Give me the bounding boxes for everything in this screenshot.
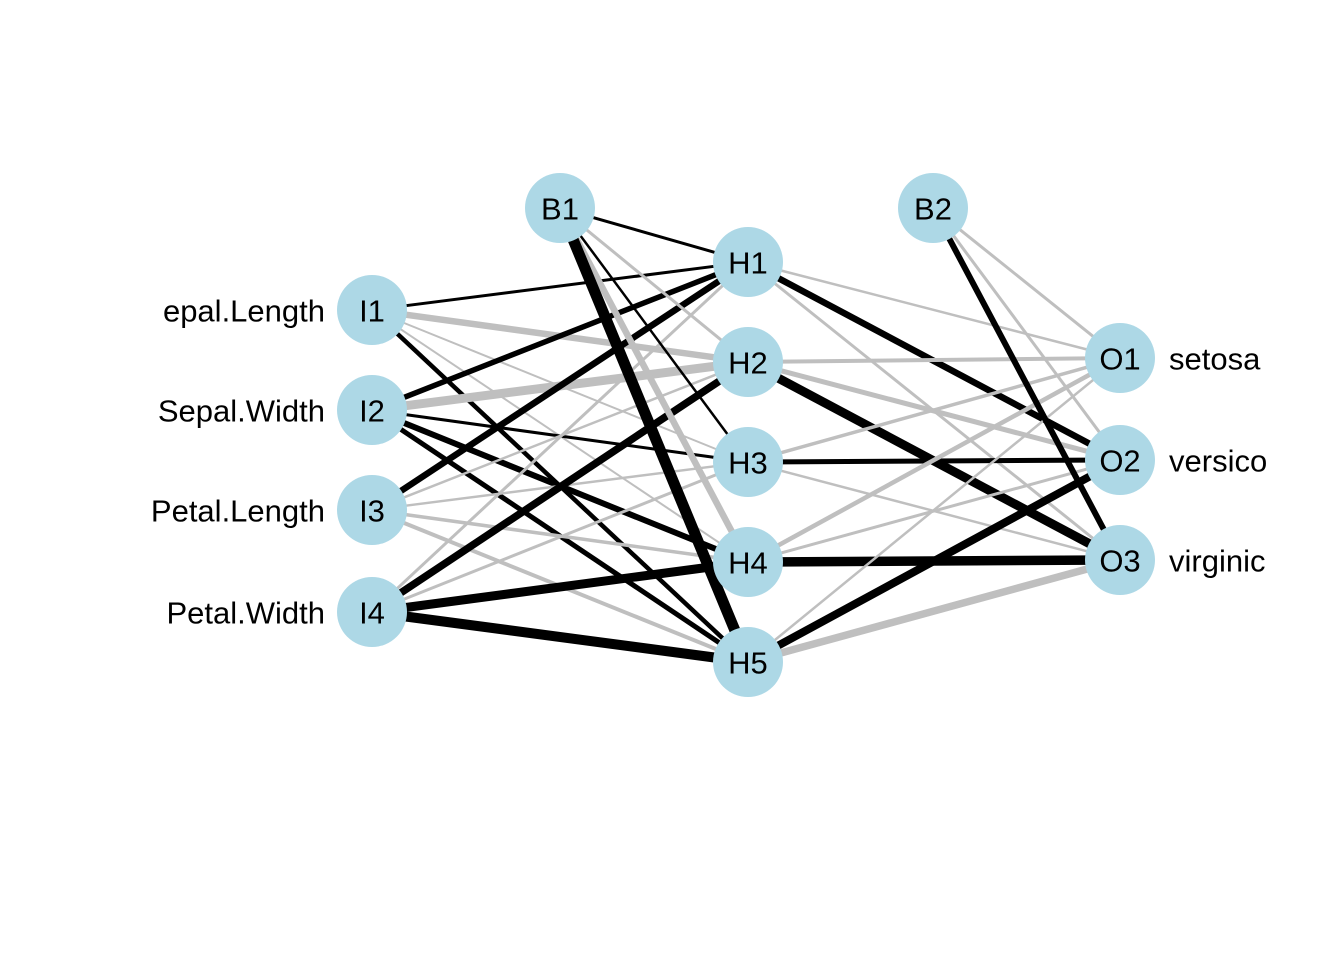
node-o3[interactable]: O3 bbox=[1085, 525, 1155, 595]
node-label-h1: H1 bbox=[728, 246, 768, 281]
node-circle-b2[interactable] bbox=[898, 173, 968, 243]
node-b2[interactable]: B2 bbox=[898, 173, 968, 243]
io-label-o1: setosa bbox=[1169, 342, 1261, 377]
node-o1[interactable]: O1 bbox=[1085, 323, 1155, 393]
edge-b1-h5 bbox=[567, 237, 741, 633]
node-label-o2: O2 bbox=[1099, 444, 1140, 479]
node-label-i2: I2 bbox=[359, 394, 385, 429]
node-h1[interactable]: H1 bbox=[713, 227, 783, 297]
node-label-h5: H5 bbox=[728, 646, 768, 681]
node-circle-h4[interactable] bbox=[713, 527, 783, 597]
node-h4[interactable]: H4 bbox=[713, 527, 783, 597]
io-label-o2: versico bbox=[1169, 444, 1267, 479]
edge-b2-o1 bbox=[958, 228, 1095, 338]
edge-h5-o2 bbox=[775, 472, 1093, 650]
edge-b2-o2 bbox=[952, 234, 1101, 434]
node-circle-o1[interactable] bbox=[1085, 323, 1155, 393]
edge-h5-o3 bbox=[779, 565, 1089, 657]
node-label-o1: O1 bbox=[1099, 342, 1140, 377]
node-label-b2: B2 bbox=[914, 192, 952, 227]
node-label-b1: B1 bbox=[541, 192, 579, 227]
node-label-i3: I3 bbox=[359, 494, 385, 529]
edge-b1-h1 bbox=[592, 215, 716, 255]
edge-i4-h2 bbox=[398, 377, 722, 597]
edge-b2-o3 bbox=[946, 236, 1107, 532]
edge-i3-h1 bbox=[398, 278, 722, 494]
edge-i4-h1 bbox=[395, 284, 725, 590]
io-label-i3: Petal.Length bbox=[151, 494, 325, 529]
edge-i4-h5 bbox=[405, 611, 715, 663]
node-i2[interactable]: I2 bbox=[337, 375, 407, 445]
node-i3[interactable]: I3 bbox=[337, 475, 407, 545]
io-label-i1: epal.Length bbox=[163, 294, 325, 329]
node-h5[interactable]: H5 bbox=[713, 627, 783, 697]
node-circle-h3[interactable] bbox=[713, 427, 783, 497]
node-circle-i4[interactable] bbox=[337, 577, 407, 647]
node-circle-o3[interactable] bbox=[1085, 525, 1155, 595]
edge-b1-h3 bbox=[579, 234, 729, 436]
node-h3[interactable]: H3 bbox=[713, 427, 783, 497]
edge-i1-h1 bbox=[405, 264, 715, 308]
node-label-h3: H3 bbox=[728, 446, 768, 481]
node-label-i1: I1 bbox=[359, 294, 385, 329]
edge-i4-h4 bbox=[405, 562, 715, 612]
node-circle-i3[interactable] bbox=[337, 475, 407, 545]
node-i4[interactable]: I4 bbox=[337, 577, 407, 647]
node-circle-h1[interactable] bbox=[713, 227, 783, 297]
node-label-h2: H2 bbox=[728, 346, 768, 381]
node-circle-h2[interactable] bbox=[713, 327, 783, 397]
edge-h2-o1 bbox=[781, 356, 1087, 364]
node-circle-o2[interactable] bbox=[1085, 425, 1155, 495]
edge-h1-o1 bbox=[780, 269, 1088, 351]
node-circle-b1[interactable] bbox=[525, 173, 595, 243]
node-b1[interactable]: B1 bbox=[525, 173, 595, 243]
node-label-i4: I4 bbox=[359, 596, 385, 631]
edge-h3-o1 bbox=[780, 365, 1088, 455]
node-label-o3: O3 bbox=[1099, 544, 1140, 579]
node-i1[interactable]: I1 bbox=[337, 275, 407, 345]
node-circle-i2[interactable] bbox=[337, 375, 407, 445]
node-h2[interactable]: H2 bbox=[713, 327, 783, 397]
io-label-i2: Sepal.Width bbox=[158, 394, 325, 429]
edge-h5-o1 bbox=[773, 378, 1095, 642]
io-label-i4: Petal.Width bbox=[166, 596, 325, 631]
node-o2[interactable]: O2 bbox=[1085, 425, 1155, 495]
node-circle-i1[interactable] bbox=[337, 275, 407, 345]
node-label-h4: H4 bbox=[728, 546, 768, 581]
io-label-o3: virginic bbox=[1169, 544, 1265, 579]
edges-layer bbox=[395, 215, 1107, 663]
edge-b1-h4 bbox=[573, 236, 735, 534]
node-circle-h5[interactable] bbox=[713, 627, 783, 697]
io-labels-layer: epal.LengthSepal.WidthPetal.LengthPetal.… bbox=[151, 294, 1267, 631]
edge-i4-h3 bbox=[403, 473, 717, 601]
edge-b1-h2 bbox=[585, 228, 723, 342]
